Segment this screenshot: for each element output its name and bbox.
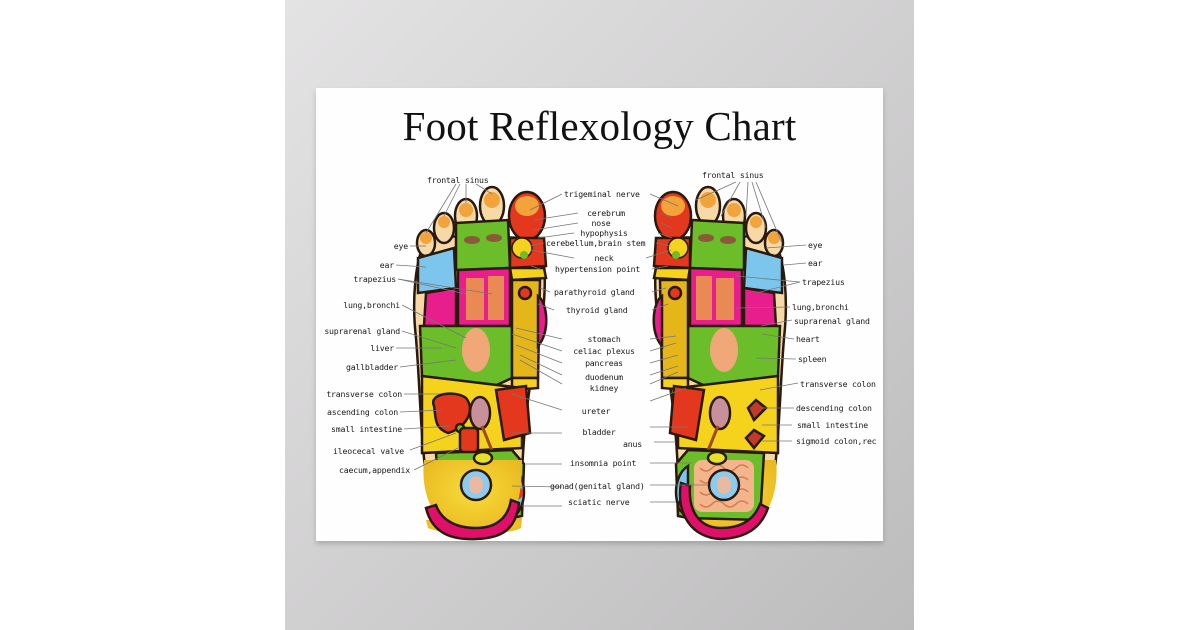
label-ascending-colon: ascending colon <box>327 407 398 417</box>
label-lung-bronchi-right: lung,bronchi <box>792 302 849 312</box>
label-ear-left: ear <box>379 260 394 270</box>
label-eye-left: eye <box>393 241 408 251</box>
label-ear-right: ear <box>808 258 823 268</box>
label-ileocecal-valve: ileocecal valve <box>333 446 404 456</box>
leader-lines <box>395 181 807 507</box>
label-liver: liver <box>370 343 394 353</box>
label-hypertension-point: hypertension point <box>555 264 641 274</box>
label-suprarenal-gland-right: suprarenal gland <box>794 316 870 326</box>
label-frontal-sinus-right: frontal sinus <box>702 170 764 180</box>
right-heel-detail <box>678 450 770 541</box>
label-parathyroid-gland: parathyroid gland <box>554 287 635 297</box>
label-duodenum: duodenum <box>585 372 623 382</box>
label-spleen: spleen <box>798 354 827 364</box>
label-sigmoid-colon-rectum: sigmoid colon,rec <box>796 436 877 446</box>
label-frontal-sinus-left: frontal sinus <box>427 175 489 185</box>
label-thyroid-gland: thyroid gland <box>566 305 628 315</box>
label-insomnia-point: insomnia point <box>570 458 637 468</box>
label-transverse-colon-left: transverse colon <box>326 389 402 399</box>
label-eye-right: eye <box>808 240 823 250</box>
label-trapezius-left: trapezius <box>353 274 396 284</box>
label-lung-bronchi-left: lung,bronchi <box>343 300 400 310</box>
label-small-intestine-right: small intestine <box>797 420 868 430</box>
poster-title: Foot Reflexology Chart <box>402 103 797 149</box>
label-descending-colon: descending colon <box>796 403 872 413</box>
label-small-intestine-left: small intestine <box>331 424 402 434</box>
label-suprarenal-gland-left: suprarenal gland <box>324 326 400 336</box>
label-celiac-plexus: celiac plexus <box>573 346 635 356</box>
label-cerebellum-brain-stem: cerebellum,brain stem <box>546 238 646 248</box>
right-foot <box>652 185 788 538</box>
label-ureter: ureter <box>581 406 611 416</box>
label-gallbladder: gallbladder <box>345 362 398 372</box>
label-trigeminal-nerve: trigeminal nerve <box>564 189 640 199</box>
label-pancreas: pancreas <box>585 358 623 368</box>
label-gonad-genital-gland: gonad(genital gland) <box>550 481 645 491</box>
feet-illustration <box>395 181 807 541</box>
label-hypophysis: hypophysis <box>580 228 628 238</box>
label-caecum-appendix: caecum,appendix <box>339 465 410 475</box>
label-heart: heart <box>796 334 820 344</box>
label-trapezius-right: trapezius <box>802 277 845 287</box>
label-cerebrum: cerebrum <box>587 208 625 218</box>
label-sciatic-nerve: sciatic nerve <box>568 497 630 507</box>
label-neck: neck <box>594 253 614 263</box>
label-bladder: bladder <box>582 427 616 437</box>
label-transverse-colon-right: transverse colon <box>800 379 876 389</box>
label-anus: anus <box>623 439 642 449</box>
left-heel-detail <box>424 450 521 541</box>
reflexology-poster: Foot Reflexology Chart <box>316 88 883 541</box>
label-stomach: stomach <box>587 334 621 344</box>
label-kidney: kidney <box>589 383 619 393</box>
label-nose: nose <box>591 218 611 228</box>
